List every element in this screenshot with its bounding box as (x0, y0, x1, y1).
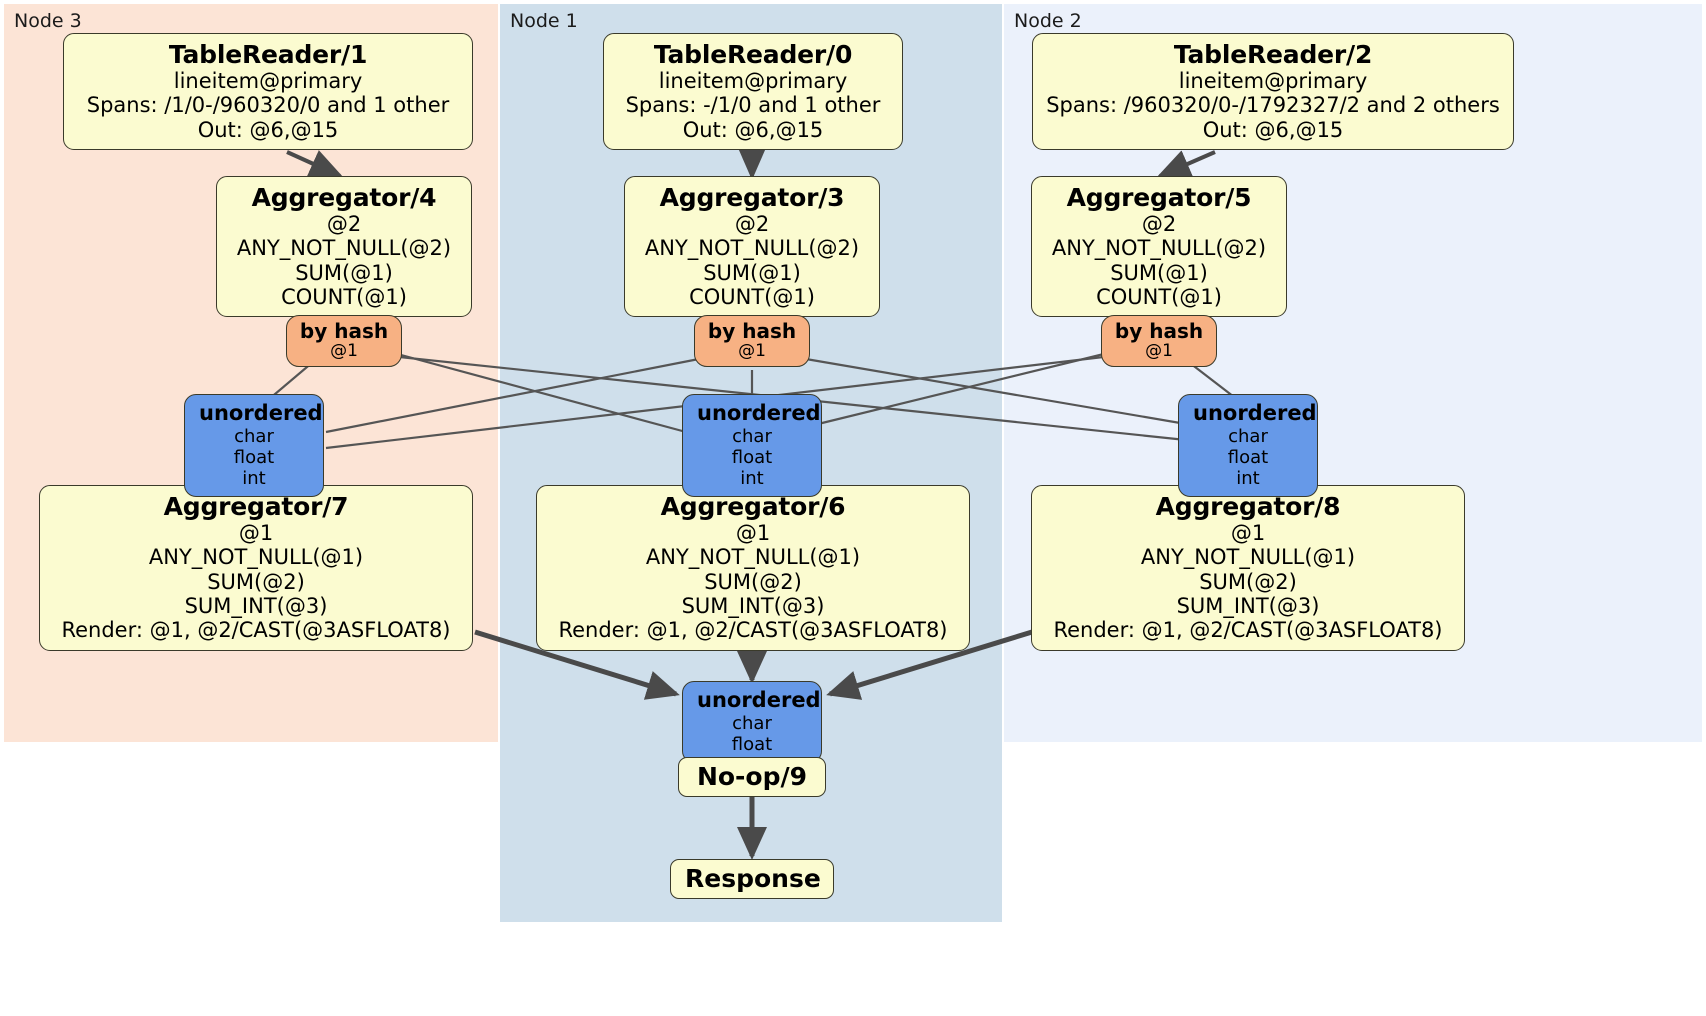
processor-line: ANY_NOT_NULL(@2) (236, 236, 452, 261)
receiver-line: int (242, 468, 266, 490)
processor-line: ANY_NOT_NULL(@1) (148, 545, 364, 570)
receiver-line: char (1228, 425, 1268, 447)
processor-line: ANY_NOT_NULL(@1) (1140, 545, 1356, 570)
processor-response[interactable]: Response (670, 859, 834, 899)
router-title: by hash (1114, 319, 1204, 343)
router-line: @1 (330, 341, 358, 361)
processor-aggregator-4[interactable]: Aggregator/4 @2 ANY_NOT_NULL(@2) SUM(@1)… (216, 176, 472, 318)
processor-line: Spans: -/1/0 and 1 other (625, 93, 881, 118)
processor-line: SUM(@1) (703, 260, 801, 285)
processor-tablereader-2[interactable]: TableReader/2 lineitem@primary Spans: /9… (1032, 33, 1514, 151)
processor-line: COUNT(@1) (1096, 285, 1222, 310)
receiver-title: unordered (1193, 401, 1317, 425)
processor-title: Aggregator/3 (659, 183, 845, 212)
processor-line: SUM_INT(@3) (1176, 594, 1320, 619)
processor-line: Out: @6,@15 (1202, 117, 1344, 142)
processor-title: TableReader/0 (653, 40, 853, 69)
processor-title: No-op/9 (696, 762, 808, 791)
processor-line: COUNT(@1) (281, 285, 407, 310)
receiver-unordered-middle[interactable]: unordered char float int (682, 394, 822, 498)
receiver-line: int (740, 468, 764, 490)
processor-line: @1 (735, 521, 771, 545)
processor-line: ANY_NOT_NULL(@2) (644, 236, 860, 261)
processor-line: Out: @6,@15 (682, 117, 824, 142)
receiver-line: char (732, 712, 772, 734)
processor-aggregator-5[interactable]: Aggregator/5 @2 ANY_NOT_NULL(@2) SUM(@1)… (1031, 176, 1287, 318)
processor-title: Aggregator/5 (1066, 183, 1252, 212)
processor-line: Out: @6,@15 (197, 117, 339, 142)
processor-line: ANY_NOT_NULL(@1) (645, 545, 861, 570)
processor-line: lineitem@primary (173, 69, 363, 93)
processor-title: TableReader/1 (168, 40, 368, 69)
processor-line: lineitem@primary (658, 69, 848, 93)
processor-line: SUM(@2) (207, 569, 305, 594)
router-title: by hash (707, 319, 797, 343)
router-title: by hash (299, 319, 389, 343)
processor-line: SUM_INT(@3) (184, 594, 328, 619)
processor-aggregator-3[interactable]: Aggregator/3 @2 ANY_NOT_NULL(@2) SUM(@1)… (624, 176, 880, 318)
processor-line: @2 (326, 212, 362, 236)
processor-line: @1 (238, 521, 274, 545)
router-by-hash-right[interactable]: by hash @1 (1101, 315, 1217, 367)
processor-line: lineitem@primary (1178, 69, 1368, 93)
processor-line: COUNT(@1) (689, 285, 815, 310)
processor-line: SUM(@2) (704, 569, 802, 594)
receiver-title: unordered (199, 401, 323, 425)
router-by-hash-middle[interactable]: by hash @1 (694, 315, 810, 367)
processor-line: SUM(@2) (1199, 569, 1297, 594)
processor-noop-9[interactable]: No-op/9 (678, 757, 826, 797)
receiver-line: int (1236, 468, 1260, 490)
receiver-unordered-right[interactable]: unordered char float int (1178, 394, 1318, 498)
receiver-line: float (1227, 447, 1269, 468)
processor-tablereader-0[interactable]: TableReader/0 lineitem@primary Spans: -/… (603, 33, 903, 151)
router-by-hash-left[interactable]: by hash @1 (286, 315, 402, 367)
processor-line: Spans: /1/0-/960320/0 and 1 other (86, 93, 450, 118)
processor-aggregator-8[interactable]: Aggregator/8 @1 ANY_NOT_NULL(@1) SUM(@2)… (1031, 485, 1465, 651)
node-panel-label-node1: Node 1 (510, 10, 578, 32)
processor-title: Response (685, 864, 821, 893)
processor-line: @2 (734, 212, 770, 236)
receiver-title: unordered (697, 401, 821, 425)
processor-title: Aggregator/4 (251, 183, 437, 212)
receiver-line: float (233, 447, 275, 468)
processor-aggregator-7[interactable]: Aggregator/7 @1 ANY_NOT_NULL(@1) SUM(@2)… (39, 485, 473, 651)
processor-line: SUM(@1) (1110, 260, 1208, 285)
receiver-unordered-final[interactable]: unordered char float (682, 681, 822, 764)
processor-line: Render: @1, @2/CAST(@3ASFLOAT8) (61, 618, 451, 643)
processor-tablereader-1[interactable]: TableReader/1 lineitem@primary Spans: /1… (63, 33, 473, 151)
router-line: @1 (1145, 341, 1173, 361)
processor-line: Render: @1, @2/CAST(@3ASFLOAT8) (558, 618, 948, 643)
receiver-line: char (732, 425, 772, 447)
processor-line: @2 (1141, 212, 1177, 236)
processor-line: ANY_NOT_NULL(@2) (1051, 236, 1267, 261)
receiver-line: char (234, 425, 274, 447)
node-panel-label-node2: Node 2 (1014, 10, 1082, 32)
processor-aggregator-6[interactable]: Aggregator/6 @1 ANY_NOT_NULL(@1) SUM(@2)… (536, 485, 970, 651)
receiver-unordered-left[interactable]: unordered char float int (184, 394, 324, 498)
processor-line: SUM(@1) (295, 260, 393, 285)
receiver-line: float (731, 734, 773, 755)
processor-line: @1 (1230, 521, 1266, 545)
receiver-title: unordered (697, 688, 821, 712)
processor-line: Render: @1, @2/CAST(@3ASFLOAT8) (1053, 618, 1443, 643)
processor-title: TableReader/2 (1173, 40, 1373, 69)
processor-line: Spans: /960320/0-/1792327/2 and 2 others (1046, 93, 1500, 118)
node-panel-label-node3: Node 3 (14, 10, 82, 32)
receiver-line: float (731, 447, 773, 468)
router-line: @1 (738, 341, 766, 361)
processor-line: SUM_INT(@3) (681, 594, 825, 619)
